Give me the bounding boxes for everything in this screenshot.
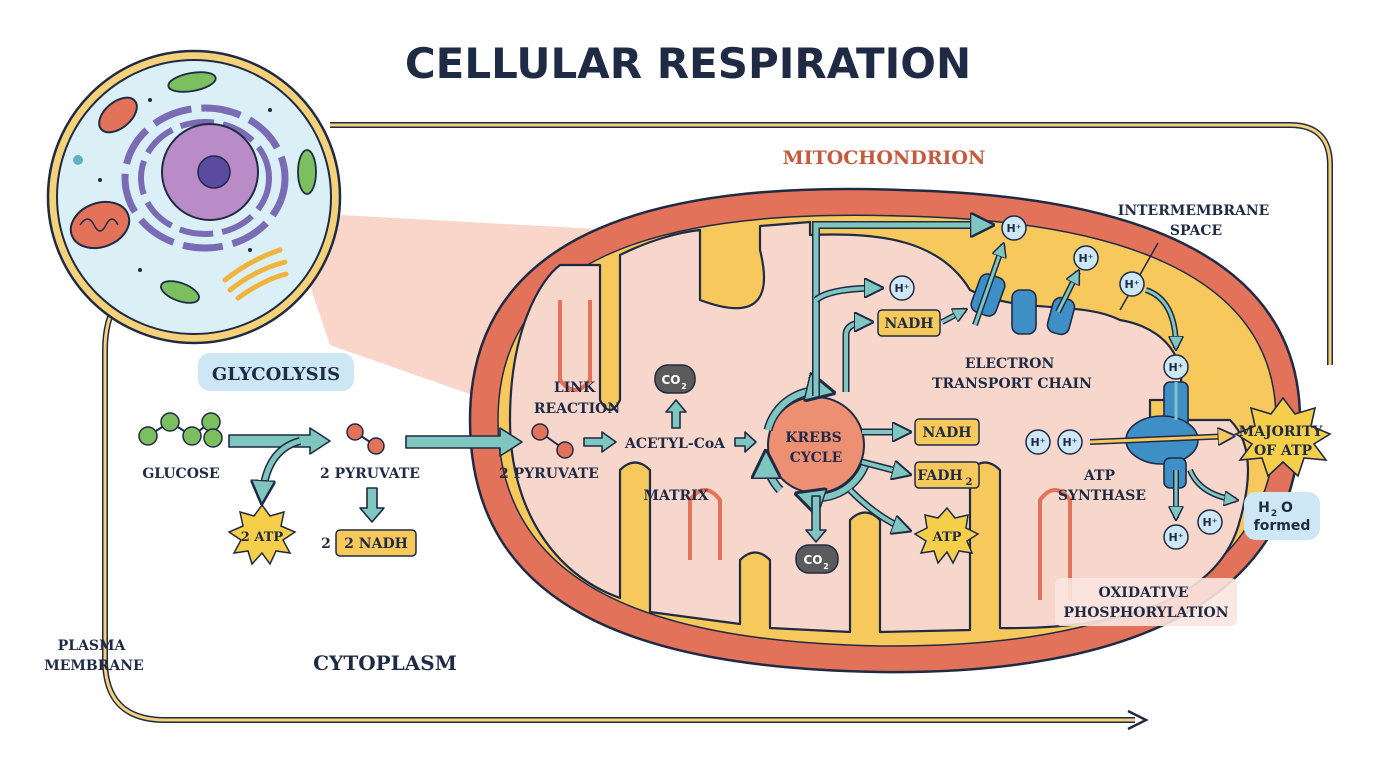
glycolysis-badge [198, 353, 354, 391]
h-ion [1197, 509, 1223, 535]
plasma-arrowhead [1127, 709, 1149, 731]
fadh2-box [914, 461, 980, 489]
water-formed-label: formed [1254, 518, 1311, 534]
pyruvate-left-molecule [346, 423, 385, 455]
glucose-to-pyruvate-arrow [228, 427, 331, 455]
page-title: CELLULAR RESPIRATION [405, 39, 971, 88]
co2-bottom-badge [795, 544, 839, 574]
pyruvate-left-label: 2 PYRUVATE [320, 466, 420, 482]
nadh-two-box [335, 529, 417, 557]
co2-top-sub: 2 [681, 382, 687, 391]
pyruvate-right-molecule [531, 423, 574, 459]
nadh-label: NADH [922, 425, 971, 441]
fadh2-sub: 2 [966, 477, 973, 488]
acetyl-to-co2-arrow [665, 399, 687, 429]
cell-illustration [46, 49, 342, 345]
h-ion [1073, 245, 1099, 271]
krebs-cycle [766, 391, 870, 498]
svg-text:H⁺: H⁺ [1006, 222, 1021, 235]
atp-star [913, 506, 980, 565]
plasma-membrane-label: PLASMA MEMBRANE [44, 638, 143, 674]
nadh-top-label: NADH [884, 316, 933, 332]
svg-text:H⁺: H⁺ [1168, 531, 1183, 544]
atp-star-small [227, 503, 297, 566]
co2-bottom-sub: 2 [823, 562, 829, 571]
etc-label: ELECTRON TRANSPORT CHAIN [932, 356, 1092, 392]
into-mitochondrion-arrow [405, 427, 523, 457]
h-ion [1001, 215, 1027, 241]
atp-small-label: 2 ATP [241, 530, 284, 545]
cytoplasm-label: CYTOPLASM [313, 651, 457, 675]
svg-text:H⁺: H⁺ [1168, 361, 1183, 374]
h-ion [889, 275, 915, 301]
svg-text:H⁺: H⁺ [1078, 252, 1093, 265]
acetyl-coa-label: ACETYL-CoA [624, 436, 726, 452]
matrix-label: MATRIX [643, 488, 708, 504]
glycolysis-label: GLYCOLYSIS [212, 364, 340, 385]
svg-text:H⁺: H⁺ [1124, 278, 1139, 291]
nadh-top-box [877, 309, 941, 337]
glucose-molecule [138, 412, 223, 448]
mini-mitochondrion [69, 200, 131, 250]
pyruvate-to-nadh-arrow [359, 487, 385, 523]
link-to-acetyl-arrow [583, 431, 617, 453]
oxidative-badge [1055, 578, 1237, 626]
h-ion [1119, 271, 1145, 297]
atp-synthase-label: ATP SYNTHASE [1058, 468, 1146, 504]
krebs-to-co2-arrow [805, 495, 827, 543]
acetyl-to-krebs-arrow [734, 431, 757, 453]
pyruvate-right-label: 2 PYRUVATE [499, 466, 599, 482]
majority-atp-star [1234, 396, 1332, 478]
glucose-label: GLUCOSE [142, 466, 219, 482]
co2-bottom-label: CO [803, 553, 822, 567]
intermembrane-label: INTERMEMBRANE SPACE [1118, 203, 1274, 239]
svg-text:H⁺: H⁺ [1062, 436, 1077, 449]
h-ion [1163, 354, 1189, 380]
nadh-two-label: 2 NADH [344, 536, 408, 552]
water-label: H [1258, 500, 1270, 516]
co2-top-badge [654, 364, 696, 394]
svg-text:H⁺: H⁺ [1202, 516, 1217, 529]
h-ion [1025, 429, 1051, 455]
link-reaction-label: LINK REACTION [534, 380, 620, 417]
mitochondrion-label: MITOCHONDRION [783, 147, 986, 169]
h-ion [1057, 429, 1083, 455]
water-formed-badge [1244, 492, 1320, 540]
krebs-label: KREBS CYCLE [785, 430, 846, 466]
oxidative-label: OXIDATIVE PHOSPHORYLATION [1063, 585, 1228, 621]
svg-text:H⁺: H⁺ [1030, 436, 1045, 449]
atp-label: ATP [932, 530, 962, 545]
h-ion-group: H⁺ H⁺ H⁺ H⁺ H⁺ H⁺ H⁺ H⁺ H⁺ [889, 215, 1223, 550]
nadh-box [914, 418, 980, 446]
water-rest: O [1281, 500, 1293, 516]
co2-top-label: CO [661, 373, 680, 387]
svg-text:H⁺: H⁺ [894, 282, 909, 295]
fadh2-label: FADH [917, 468, 962, 484]
majority-atp-label: MAJORITY OF ATP [1239, 424, 1328, 459]
water-sub: 2 [1271, 509, 1277, 519]
h-ion [1163, 524, 1189, 550]
nadh-prefix: 2 [321, 536, 331, 552]
